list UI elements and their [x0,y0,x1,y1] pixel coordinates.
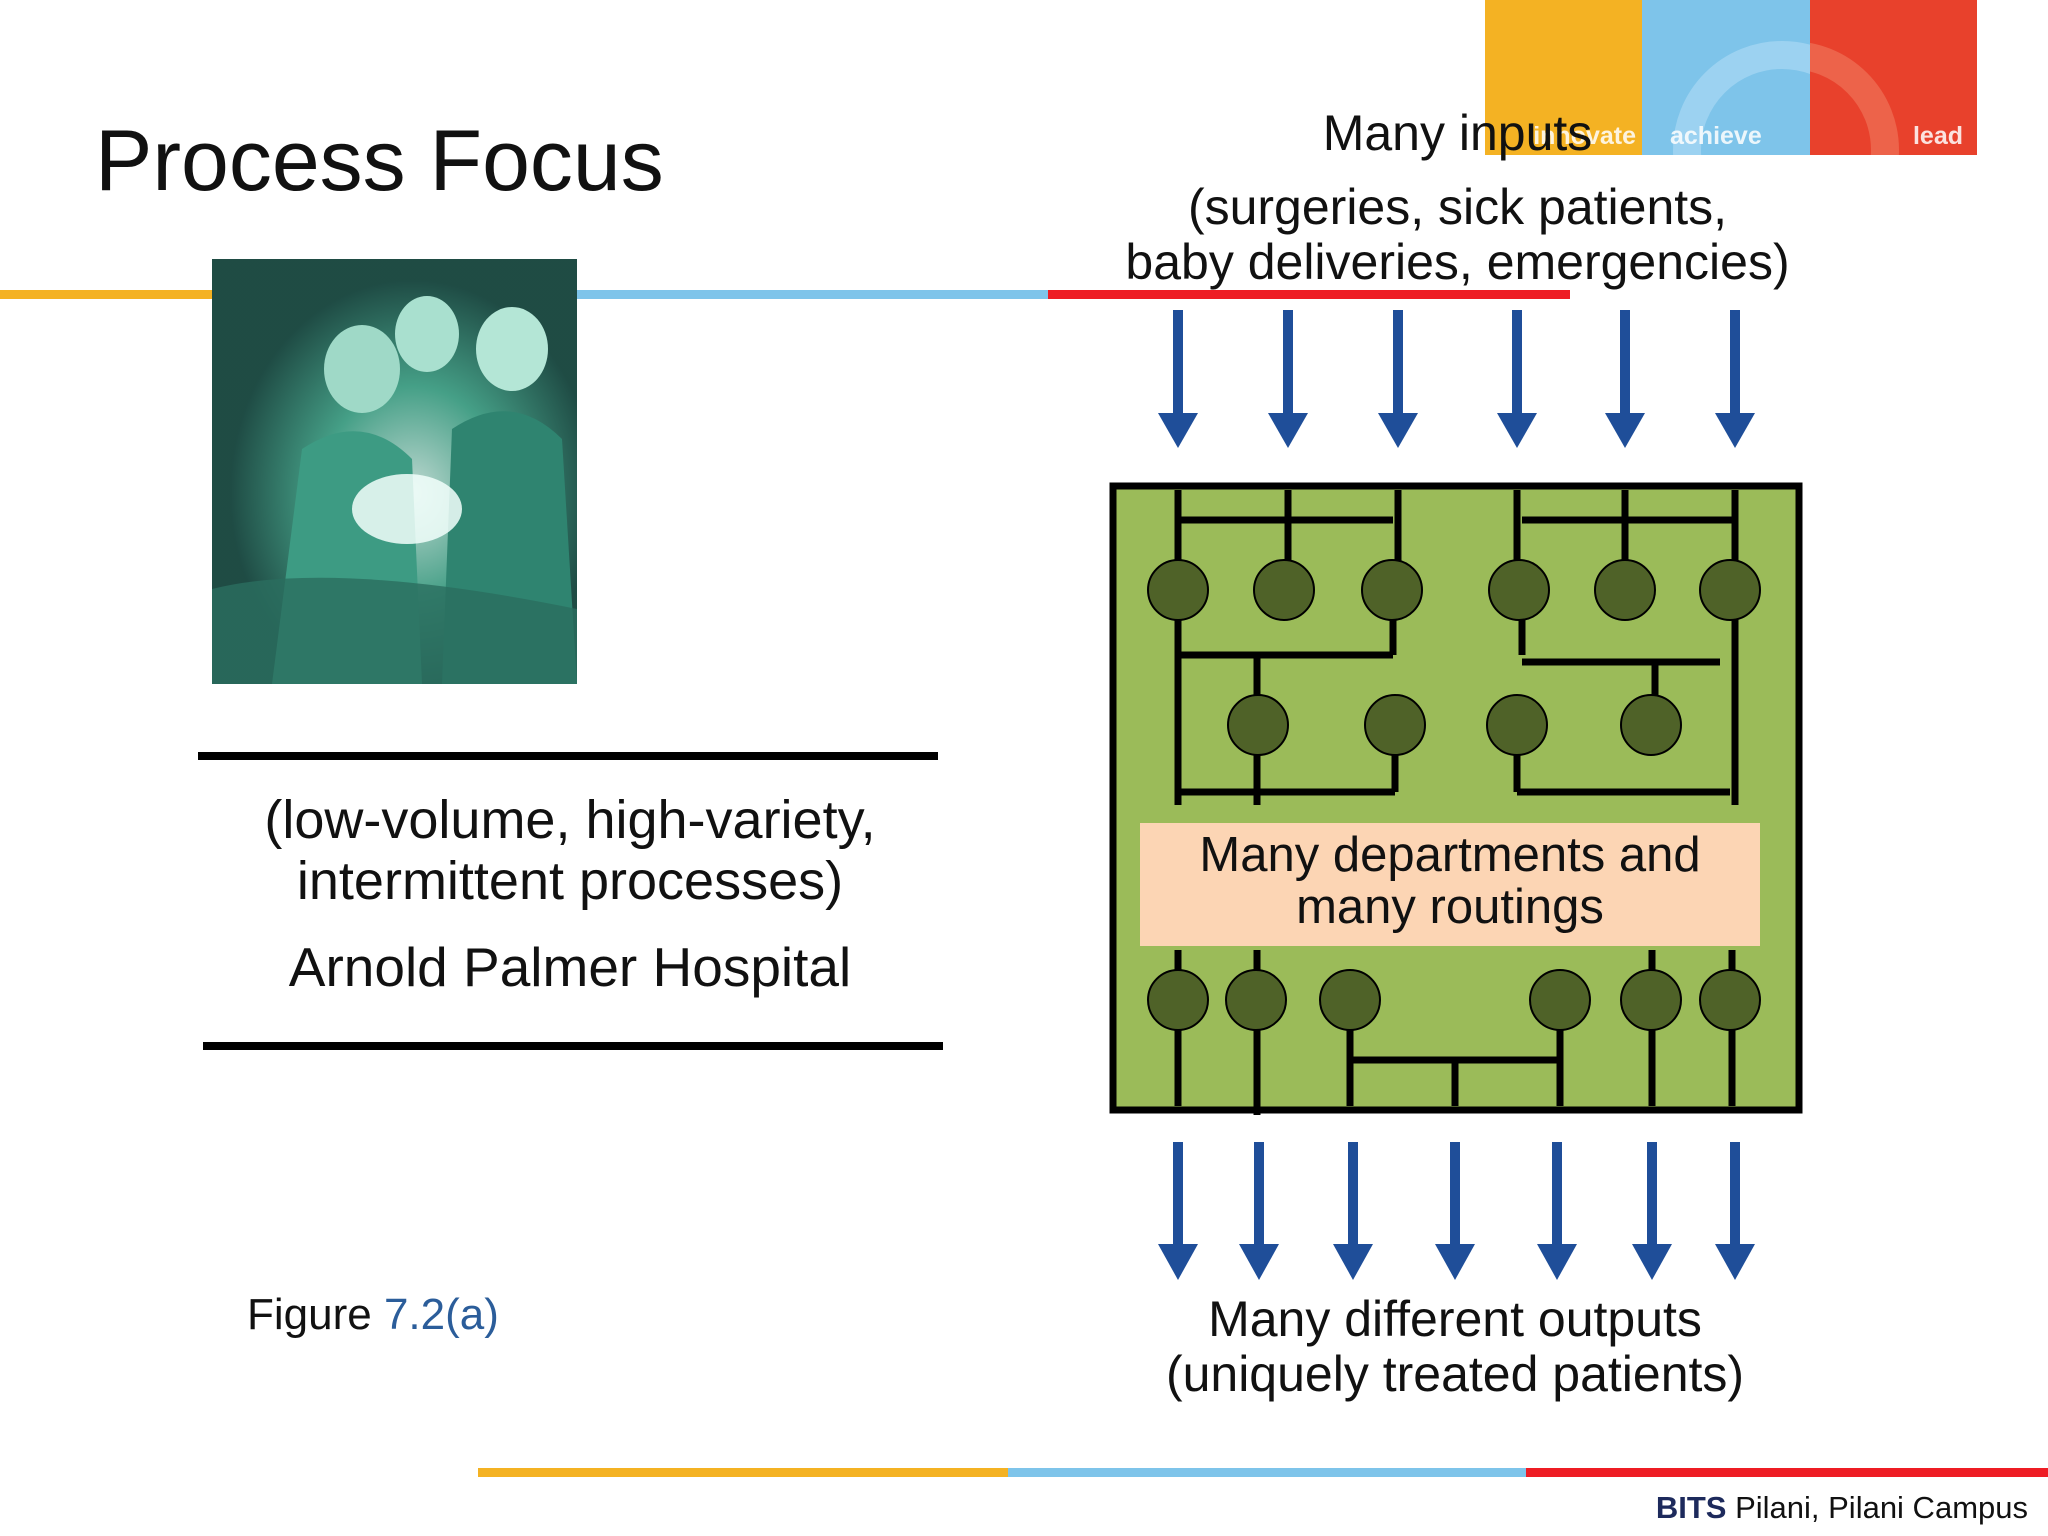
footer-bits: BITS [1655,1490,1727,1525]
department-nodes [1147,559,1761,1031]
department-node [1529,969,1591,1031]
brand-word-lead: lead [1912,122,1963,150]
output-arrow [1158,1142,1198,1280]
output-arrow [1715,1142,1755,1280]
input-arrow [1158,310,1198,448]
department-node [1147,969,1209,1031]
accent-rule-orange [0,290,215,299]
input-arrows [1158,310,1755,448]
gear-icon [1673,41,1810,155]
footer-rule-orange [478,1468,1008,1477]
department-node [1486,694,1548,756]
description-line-1: (low-volume, high-variety, [264,790,876,850]
inputs-line-2: baby deliveries, emergencies) [1125,234,1790,290]
brand-block-orange: innovate [1485,0,1642,155]
description-line-2: intermittent processes) [296,851,844,911]
department-node [1227,694,1289,756]
brand-word-innovate: innovate [1533,122,1636,150]
figure-caption: Figure 7.2(a) [247,1290,499,1340]
input-arrow [1497,310,1537,448]
brand-block-red: lead [1810,0,1977,155]
brand-word-achieve: achieve [1670,122,1762,150]
department-node [1699,969,1761,1031]
department-node [1620,969,1682,1031]
footer-rule-red [1526,1468,2048,1477]
department-node [1361,559,1423,621]
input-arrow [1378,310,1418,448]
input-arrow [1268,310,1308,448]
department-node [1225,969,1287,1031]
output-arrow [1239,1142,1279,1280]
output-arrow [1537,1142,1577,1280]
department-node [1488,559,1550,621]
inputs-detail: (surgeries, sick patients, baby deliveri… [1080,180,1835,290]
inputs-title: Many inputs [1322,105,1593,161]
outputs-line-1: Many different outputs [1208,1291,1702,1347]
page-title: Process Focus [95,113,664,209]
brand-banner: innovate achieve lead [1485,0,1977,155]
department-box [1109,482,1803,1114]
outputs-line-2: (uniquely treated patients) [1165,1346,1745,1402]
process-diagram: Many departments and many routings [1109,310,1803,1280]
gear-arc-icon [1810,42,1899,155]
output-arrow [1632,1142,1672,1280]
output-arrow [1333,1142,1373,1280]
department-node [1319,969,1381,1031]
department-node [1147,559,1209,621]
figure-number: 7.2(a) [383,1290,499,1339]
outputs-label: Many different outputs (uniquely treated… [1100,1292,1810,1402]
center-label-box [1140,823,1760,946]
department-node [1253,559,1315,621]
department-node [1594,559,1656,621]
hospital-name: Arnold Palmer Hospital [288,936,852,998]
figure-label: Figure [247,1290,372,1339]
output-arrow [1435,1142,1475,1280]
brand-block-blue: achieve [1642,0,1810,155]
inputs-line-1: (surgeries, sick patients, [1187,179,1728,235]
footer-campus: BITS Pilani, Pilani Campus [1656,1490,2028,1526]
center-label-line-1: Many departments and [1199,828,1700,882]
accent-rule-red [1048,290,1570,299]
department-node [1620,694,1682,756]
surgery-photo [212,259,577,684]
footer-rule-blue [1008,1468,1528,1477]
process-description: (low-volume, high-variety, intermittent … [200,790,940,912]
footer-campus-text: Pilani, Pilani Campus [1726,1490,2028,1525]
divider-bottom [203,1042,943,1050]
input-arrow [1715,310,1755,448]
accent-rule-blue [575,290,1050,299]
department-node [1699,559,1761,621]
input-arrow [1605,310,1645,448]
output-arrows [1158,1142,1755,1280]
divider-top [198,752,938,760]
center-label-line-2: many routings [1296,880,1604,934]
department-node [1364,694,1426,756]
